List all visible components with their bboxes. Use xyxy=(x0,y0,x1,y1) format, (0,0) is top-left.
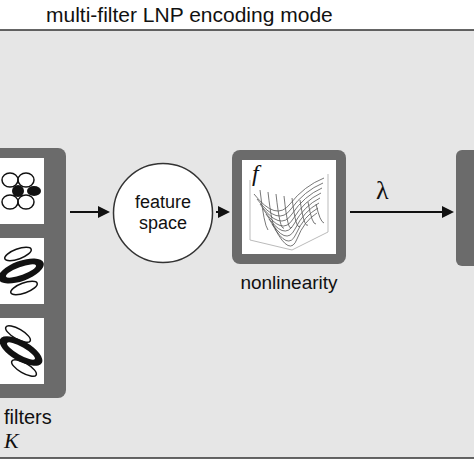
node-label: filters xyxy=(4,406,52,429)
feature-space-circle: feature space xyxy=(112,162,214,264)
surface-plot xyxy=(232,150,346,264)
surface-mesh xyxy=(275,213,317,246)
plot-axes xyxy=(250,174,328,250)
diagram-title: multi-filter LNP encoding mode xyxy=(46,3,333,27)
surface-mesh xyxy=(284,196,292,228)
arrow-head xyxy=(442,206,454,218)
connector-line xyxy=(70,211,100,213)
filter-blob xyxy=(18,173,34,187)
filter-square xyxy=(0,158,44,224)
node-label: feature space xyxy=(123,192,203,234)
filter-blob xyxy=(3,245,33,264)
filter-blob xyxy=(27,186,41,196)
surface-mesh xyxy=(308,202,316,224)
surface-mesh xyxy=(268,192,276,229)
nonlinearity-panel xyxy=(232,150,346,264)
surface-mesh xyxy=(276,194,284,228)
surface-mesh xyxy=(260,190,268,230)
filter-blob xyxy=(2,195,18,209)
surface-mesh xyxy=(263,193,321,226)
plot-ground xyxy=(242,160,336,254)
filter-bank: filtersK xyxy=(0,148,68,448)
surface-mesh xyxy=(292,198,300,227)
filter-blob xyxy=(18,195,34,209)
output-arrow xyxy=(350,211,446,213)
output-box xyxy=(456,150,474,266)
filter-blob xyxy=(0,330,47,371)
rate-label: λ xyxy=(376,176,389,206)
filter-panel xyxy=(0,148,66,398)
filter-blob xyxy=(9,357,38,380)
filter-blob xyxy=(5,262,38,280)
connector xyxy=(70,206,110,218)
filter-images xyxy=(0,148,66,398)
surface-mesh xyxy=(300,200,308,225)
filter-blob xyxy=(3,323,32,346)
frame-panel xyxy=(0,30,474,458)
filter-blob xyxy=(9,279,39,298)
node-label: nonlinearity xyxy=(240,272,337,294)
function-symbol: f xyxy=(252,160,259,186)
surface-mesh xyxy=(316,204,324,223)
arrow-head xyxy=(98,206,110,218)
filter-blob xyxy=(2,173,18,187)
nonlinearity-box: f nonlinearity xyxy=(232,150,346,300)
math-symbol: K xyxy=(4,428,19,454)
arrow-head xyxy=(218,206,230,218)
circle-shape xyxy=(114,164,213,263)
connector xyxy=(216,206,230,218)
filter-blob xyxy=(12,185,24,197)
filter-blob xyxy=(5,340,37,363)
